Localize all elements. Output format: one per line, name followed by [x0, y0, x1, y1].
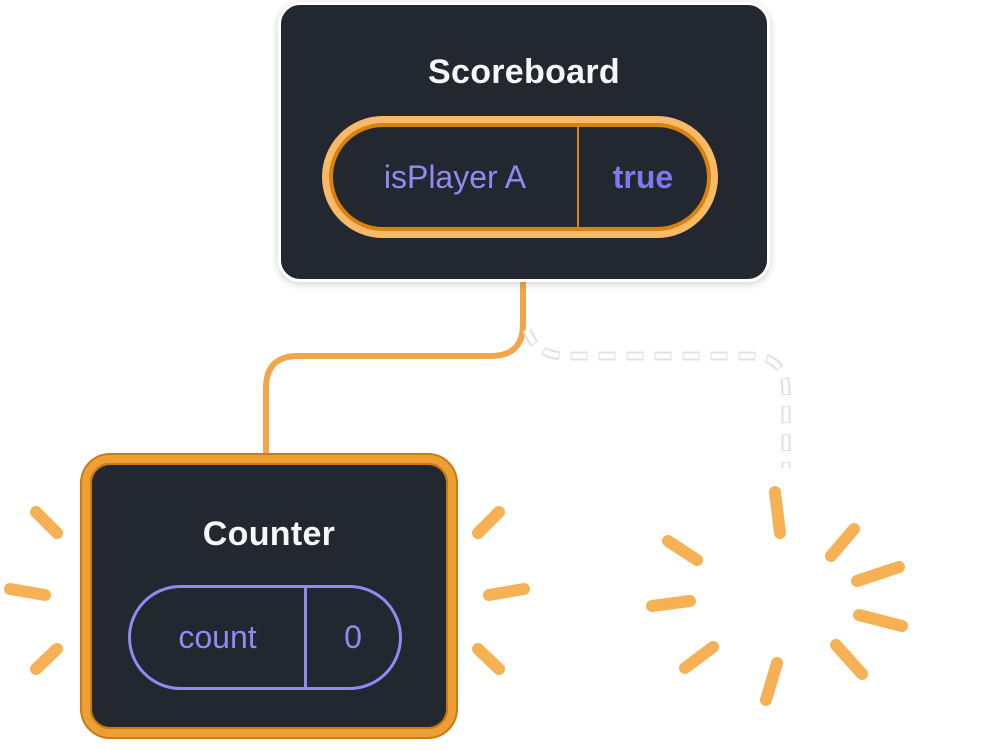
- counter-state-pill: count 0: [128, 585, 402, 690]
- scoreboard-state-key: isPlayer A: [383, 158, 527, 195]
- counter-component: Counter count 0: [82, 455, 456, 737]
- scoreboard-pill-divider: [577, 127, 579, 227]
- scoreboard-state-pill: isPlayer A true: [329, 123, 711, 231]
- counter-state-key: count: [178, 619, 257, 655]
- counter-title: Counter: [202, 515, 336, 553]
- counter-state-value: 0: [344, 619, 362, 655]
- connector-solid: [263, 280, 526, 456]
- scoreboard-component: Scoreboard isPlayer A true: [278, 2, 770, 282]
- scoreboard-state-value: true: [612, 158, 674, 195]
- scoreboard-title: Scoreboard: [428, 53, 620, 91]
- counter-pill-divider: [304, 588, 307, 687]
- poof-burst-icon: [646, 486, 908, 706]
- connector-dashed-outline: [522, 328, 791, 468]
- connector-dashed: [524, 329, 789, 468]
